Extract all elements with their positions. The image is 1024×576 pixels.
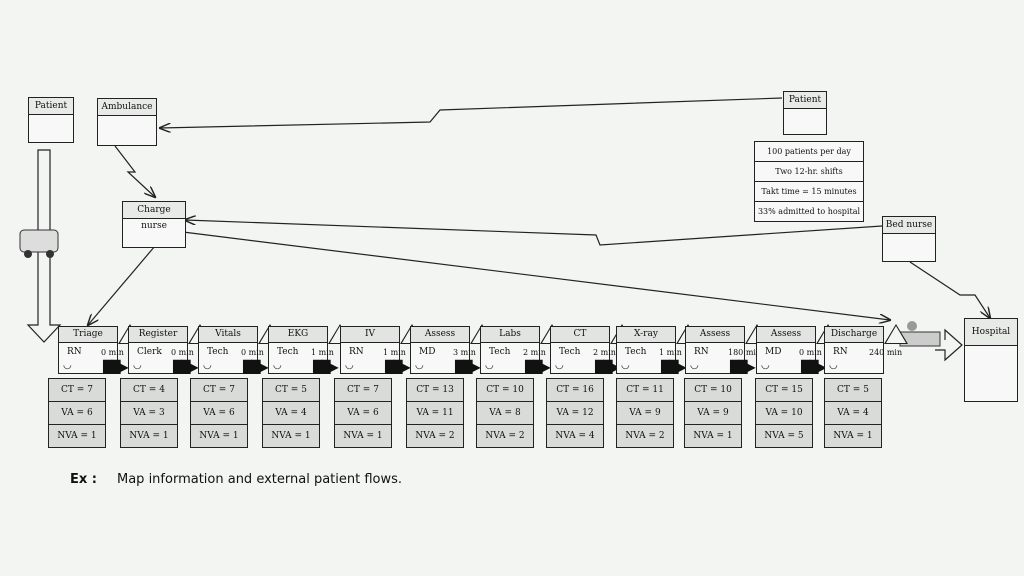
process-data-box: CT = 5 VA = 4 NVA = 1	[262, 378, 320, 448]
ambulance-icon	[19, 229, 59, 258]
info-flow-patient-to-ambulance	[160, 97, 783, 128]
wait-time: 1 min	[383, 348, 406, 357]
push-arrow-icon: ██▶	[455, 360, 481, 374]
info-flow-bed-nurse-charge-nurse	[185, 220, 883, 246]
push-arrow-icon: ██▶	[173, 360, 199, 374]
push-arrow-icon: ██▶	[525, 360, 551, 374]
operator-icon: ◡	[133, 360, 142, 371]
wait-time: 2 min	[523, 348, 546, 357]
push-arrow-icon: ██▶	[313, 360, 339, 374]
process-data-box: CT = 15 VA = 10 NVA = 5	[755, 378, 813, 448]
process-box: Vitals Tech ◡	[198, 326, 258, 374]
hospital-bed-icon	[899, 321, 941, 347]
ambulance-to-charge-nurse	[114, 145, 155, 197]
wait-time: 2 min	[593, 348, 616, 357]
process-box: Assess MD ◡	[756, 326, 816, 374]
process-data-box: CT = 13 VA = 11 NVA = 2	[406, 378, 464, 448]
push-arrow-icon: ██▶	[103, 360, 129, 374]
patient-arrival-arrow	[26, 149, 62, 343]
operator-icon: ◡	[621, 360, 630, 371]
wait-time: 0 min	[101, 348, 124, 357]
operator-icon: ◡	[485, 360, 494, 371]
wait-time: 240 min	[869, 348, 903, 357]
process-box: Discharge RN ◡	[824, 326, 884, 374]
charge-nurse-to-destination	[182, 231, 890, 320]
process-box: Register Clerk ◡	[128, 326, 188, 374]
wait-time: 0 min	[171, 348, 194, 357]
process-box: Triage RN ◡	[58, 326, 118, 374]
wait-time: 0 min	[241, 348, 264, 357]
wait-time: 180 min	[728, 348, 762, 357]
operator-icon: ◡	[555, 360, 564, 371]
push-arrow-icon: ██▶	[730, 360, 756, 374]
process-box: X-ray Tech ◡	[616, 326, 676, 374]
process-data-box: CT = 16 VA = 12 NVA = 4	[546, 378, 604, 448]
wait-time: 3 min	[453, 348, 476, 357]
wait-time: 1 min	[659, 348, 682, 357]
process-data-box: CT = 7 VA = 6 NVA = 1	[334, 378, 392, 448]
wait-time: 0 min	[799, 348, 822, 357]
process-box: CT Tech ◡	[550, 326, 610, 374]
hospital-push-arrow	[935, 328, 963, 362]
push-arrow-icon: ██▶	[595, 360, 621, 374]
process-data-box: CT = 5 VA = 4 NVA = 1	[824, 378, 882, 448]
bed-nurse-to-hospital	[909, 261, 990, 318]
inventory-triangle-icon	[884, 324, 908, 344]
caption: Ex :Map information and external patient…	[70, 472, 403, 487]
push-arrow-icon: ██▶	[385, 360, 411, 374]
bed-nurse-box: Bed nurse	[882, 216, 936, 262]
process-box: EKG Tech ◡	[268, 326, 328, 374]
push-arrow-icon: ██▶	[243, 360, 269, 374]
ambulance-box: Ambulance	[97, 98, 157, 146]
patient-supplier-box: Patient	[28, 97, 74, 143]
process-data-box: CT = 10 VA = 9 NVA = 1	[684, 378, 742, 448]
charge-nurse-to-triage	[88, 245, 156, 325]
patient-customer-box: Patient	[783, 91, 827, 135]
hospital-box: Hospital	[964, 318, 1018, 402]
operator-icon: ◡	[345, 360, 354, 371]
operator-icon: ◡	[273, 360, 282, 371]
push-arrow-icon: ██▶	[801, 360, 827, 374]
operator-icon: ◡	[415, 360, 424, 371]
process-data-box: CT = 7 VA = 6 NVA = 1	[48, 378, 106, 448]
process-box: Assess MD ◡	[410, 326, 470, 374]
process-box: Assess RN ◡	[685, 326, 745, 374]
operator-icon: ◡	[63, 360, 72, 371]
process-data-box: CT = 11 VA = 9 NVA = 2	[616, 378, 674, 448]
customer-data-box: 100 patients per day Two 12-hr. shifts T…	[754, 141, 864, 222]
operator-icon: ◡	[761, 360, 770, 371]
process-data-box: CT = 10 VA = 8 NVA = 2	[476, 378, 534, 448]
wait-time: 1 min	[311, 348, 334, 357]
process-data-box: CT = 7 VA = 6 NVA = 1	[190, 378, 248, 448]
operator-icon: ◡	[690, 360, 699, 371]
process-box: IV RN ◡	[340, 326, 400, 374]
charge-nurse-box: Charge nurse	[122, 201, 186, 248]
process-box: Labs Tech ◡	[480, 326, 540, 374]
operator-icon: ◡	[829, 360, 838, 371]
push-arrow-icon: ██▶	[661, 360, 687, 374]
process-data-box: CT = 4 VA = 3 NVA = 1	[120, 378, 178, 448]
operator-icon: ◡	[203, 360, 212, 371]
